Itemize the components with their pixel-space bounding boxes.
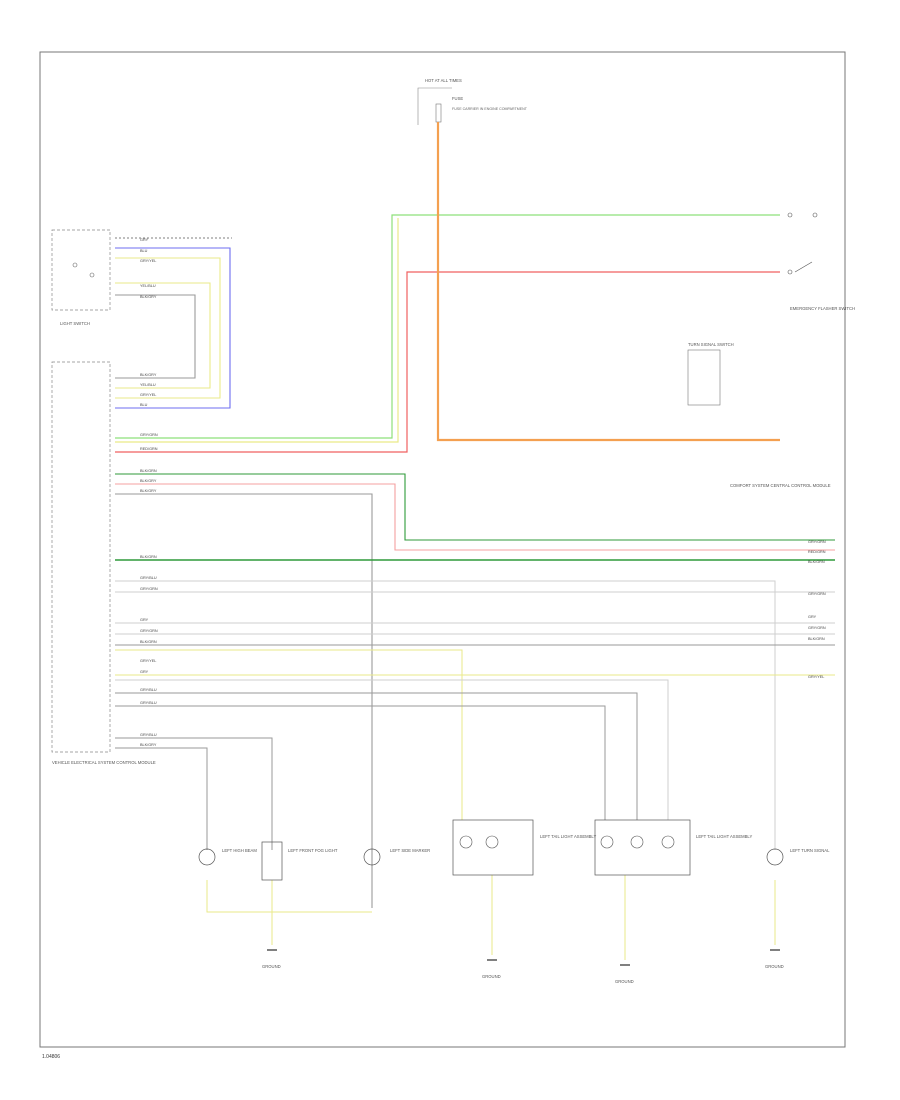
- wire-label: GRY/YEL: [140, 659, 156, 663]
- left-fog-light: LEFT FRONT FOG LIGHT: [261, 841, 338, 881]
- yellow-wire: [115, 218, 399, 443]
- wire-label: GRY/YEL: [140, 393, 156, 397]
- diagram-frame: [39, 51, 846, 1048]
- ground-wires: [206, 875, 776, 960]
- wire-label: BLK/GRN: [140, 555, 157, 559]
- orange-wire: [436, 160, 780, 442]
- wire-label: YEL/BLU: [140, 284, 156, 288]
- comfort-module-label: COMFORT SYSTEM CENTRAL CONTROL MODULE: [730, 483, 831, 488]
- wire-label: GRY: [808, 615, 817, 619]
- left-side-marker: LEFT SIDE MARKER: [363, 848, 430, 866]
- light-switch-label: LIGHT SWITCH: [60, 321, 90, 326]
- wire-label: BLK/GRN: [140, 469, 157, 473]
- hazard-switch-label: EMERGENCY FLASHER SWITCH: [790, 306, 855, 311]
- switch-to-module-wires: [115, 237, 232, 409]
- wire-label: GRY: [140, 238, 149, 242]
- vesc-module-label: VEHICLE ELECTRICAL SYSTEM CONTROL MODULE: [52, 760, 156, 765]
- gray-bus-wires: [115, 580, 835, 850]
- wire-label: GRY/BLU: [140, 701, 157, 705]
- wire-label: BLK/GRN: [140, 640, 157, 644]
- green-wire: [115, 214, 780, 439]
- left-high-beam-label: LEFT HIGH BEAM: [222, 848, 257, 853]
- wire-label: YEL/BLU: [140, 383, 156, 387]
- vehicle-electrical-system-control-module: VEHICLE ELECTRICAL SYSTEM CONTROL MODULE: [51, 361, 156, 765]
- ground-label: GROUND: [262, 964, 281, 969]
- wire-label: BLK/GRN: [808, 637, 825, 641]
- hazard-switch: EMERGENCY FLASHER SWITCH: [787, 212, 855, 311]
- module-wire-labels: BLK/GRY YEL/BLU GRY/YEL BLU GRY/GRN RED/…: [140, 373, 158, 747]
- wire-label: GRY/BLU: [140, 688, 157, 692]
- wire-label: BLK/GRY: [140, 743, 157, 747]
- light-switch: LIGHT SWITCH: [51, 229, 111, 326]
- gray-wire-1: [115, 493, 373, 908]
- wire-label: GRY: [140, 618, 149, 622]
- left-fog-light-label: LEFT FRONT FOG LIGHT: [288, 848, 338, 853]
- left-side-marker-label: LEFT SIDE MARKER: [390, 848, 430, 853]
- wire-label: GRY/YEL: [140, 259, 156, 263]
- dark-green-wire-1: [115, 473, 835, 541]
- ground-label: GROUND: [765, 964, 784, 969]
- left-turn-signal-label: LEFT TURN SIGNAL: [790, 848, 830, 853]
- red-wire: [115, 271, 780, 453]
- right-wire-labels: GRY/GRN RED/GRN BLK/GRN GRY/GRN GRY GRY/…: [808, 540, 826, 679]
- turn-signal-switch: TURN SIGNAL SWITCH: [687, 342, 734, 406]
- wire-label: RED/GRN: [808, 550, 826, 554]
- light-switch-wire-labels: GRY BLU GRY/YEL YEL/BLU BLK/GRY: [140, 238, 157, 299]
- wire-label: GRY/GRN: [140, 433, 158, 437]
- wire-label: GRY/BLU: [140, 576, 157, 580]
- wire-label: GRY/GRN: [140, 629, 158, 633]
- wire-label: GRY/YEL: [808, 675, 824, 679]
- hot-at-all-times-label: HOT AT ALL TIMES: [425, 78, 462, 83]
- wire-label: BLK/GRY: [140, 489, 157, 493]
- left-tail-light-assembly-2: LEFT TAIL LIGHT ASSEMBLY: [594, 819, 752, 876]
- fuse-description: FUSE CARRIER IN ENGINE COMPARTMENT: [452, 107, 528, 111]
- turn-signal-switch-label: TURN SIGNAL SWITCH: [688, 342, 734, 347]
- ground-label: GROUND: [615, 979, 634, 984]
- ground-label: GROUND: [482, 974, 501, 979]
- wire-label: GRY/GRN: [808, 592, 826, 596]
- wire-label: BLU: [140, 249, 148, 253]
- wire-label: GRY/BLU: [140, 733, 157, 737]
- pink-wire: [115, 483, 835, 551]
- wire-label: GRY/GRN: [808, 540, 826, 544]
- ground-symbol-3: GROUND: [615, 964, 634, 984]
- wire-label: GRY: [140, 670, 149, 674]
- wire-label: BLK/GRN: [808, 560, 825, 564]
- diagram-code: 1.04806: [42, 1054, 60, 1060]
- wire-label: BLK/GRY: [140, 295, 157, 299]
- left-high-beam: LEFT HIGH BEAM: [198, 848, 257, 866]
- ground-symbol-2: GROUND: [482, 959, 501, 979]
- wire-label: BLU: [140, 403, 148, 407]
- wire-label: BLK/GRY: [140, 479, 157, 483]
- ground-symbol-4: GROUND: [765, 949, 784, 969]
- left-tail-light-assembly-label: LEFT TAIL LIGHT ASSEMBLY: [540, 834, 596, 839]
- fuse-top: HOT AT ALL TIMES FUSE FUSE CARRIER IN EN…: [417, 78, 528, 160]
- left-tail-light-assembly-2-label: LEFT TAIL LIGHT ASSEMBLY: [696, 834, 752, 839]
- wire-label: GRY/GRN: [140, 587, 158, 591]
- wire-label: BLK/GRY: [140, 373, 157, 377]
- ground-symbol-1: GROUND: [262, 949, 281, 969]
- left-turn-signal: LEFT TURN SIGNAL: [766, 848, 830, 866]
- left-tail-light-assembly: LEFT TAIL LIGHT ASSEMBLY: [452, 819, 596, 876]
- wire-label: GRY/GRN: [808, 626, 826, 630]
- wire-label: RED/GRN: [140, 447, 158, 451]
- fuse-label: FUSE: [452, 96, 463, 101]
- comfort-module: COMFORT SYSTEM CENTRAL CONTROL MODULE: [730, 483, 831, 488]
